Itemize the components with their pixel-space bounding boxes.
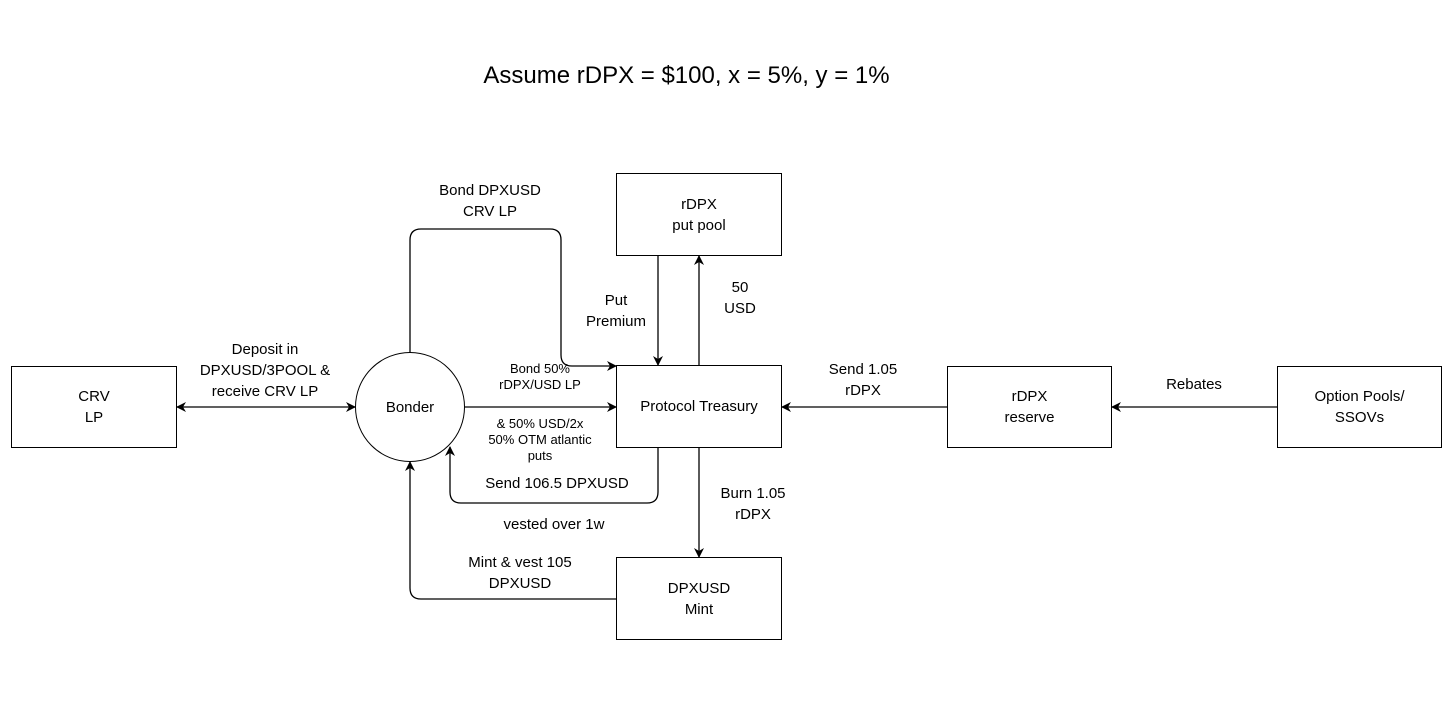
edge-bond-crv-lp [409,228,617,371]
diagram-title: Assume rDPX = $100, x = 5%, y = 1% [483,62,890,89]
label-deposit: Deposit in DPXUSD/3POOL & receive CRV LP [199,341,331,400]
node-rdpx-reserve: rDPX reserve [947,366,1112,448]
node-crv-lp: CRV LP [11,366,177,448]
label-usd-50: 50 USD [724,279,756,317]
label-bond-crv-lp: Bond DPXUSD CRV LP [439,182,541,220]
node-dpxusd-mint: DPXUSD Mint [616,557,782,640]
edge-send-dpxusd [445,446,659,504]
node-option-pools: Option Pools/ SSOVs [1277,366,1442,448]
label-mint-vest: Mint & vest 105 DPXUSD [468,554,572,592]
node-protocol-treasury: Protocol Treasury [616,365,782,448]
label-send-rdpx: Send 1.05 rDPX [828,361,898,399]
label-vested: vested over 1w [503,516,605,533]
label-bond-rdpx-usd: Bond 50% rDPX/USD LP [499,361,581,392]
edge-mint-vest [405,461,616,600]
label-usd-atlantic: & 50% USD/2x 50% OTM atlantic puts [488,416,592,463]
label-burn-rdpx: Burn 1.05 rDPX [720,485,786,523]
label-send-dpxusd: Send 106.5 DPXUSD [485,475,629,492]
node-put-pool: rDPX put pool [616,173,782,256]
node-bonder: Bonder [355,352,465,462]
label-rebates: Rebates [1166,376,1222,393]
label-put-premium: Put Premium [585,292,646,330]
